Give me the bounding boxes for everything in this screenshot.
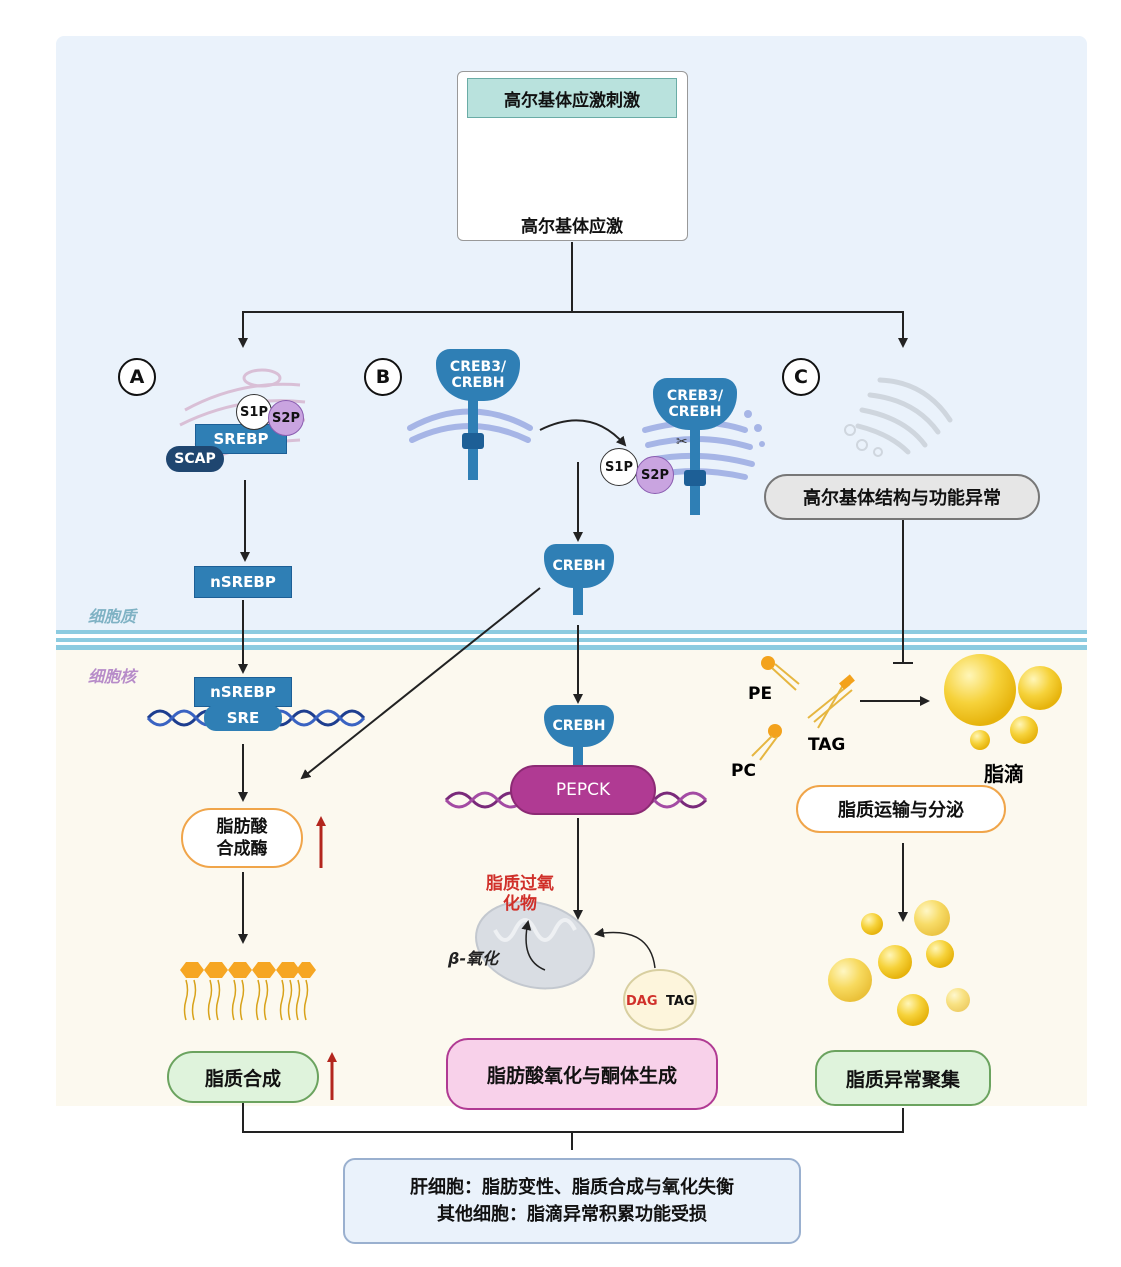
crebh-cytoplasm: CREBH	[544, 544, 614, 588]
cytoplasm-label: 细胞质	[88, 607, 137, 626]
panel-a-label: A	[118, 358, 156, 396]
fatty-acid-synthase: 脂肪酸 合成酶	[181, 808, 303, 868]
s1p-protease-b: S1P	[600, 448, 638, 486]
creb3-crebh-golgi: CREB3/ CREBH	[436, 349, 520, 401]
lipid-cell-icon	[623, 969, 697, 1031]
scap-protein: SCAP	[166, 446, 224, 472]
arrow-b-translocate	[539, 419, 627, 447]
creb-anchor-right	[684, 470, 706, 486]
summary-box: 肝细胞：脂肪变性、脂质合成与氧化失衡 其他细胞：脂滴异常积累功能受损	[343, 1158, 801, 1244]
arrow-dag-tag	[594, 927, 656, 969]
golgi-c-faded	[855, 377, 953, 455]
lipid-layer-icon	[180, 962, 316, 1021]
summary-hepatocyte: 肝细胞：脂肪变性、脂质合成与氧化失衡	[410, 1177, 734, 1198]
lipid-droplets-top	[944, 654, 1062, 750]
s2p-protease-b: S2P	[636, 456, 674, 494]
lipid-droplets-bottom	[828, 900, 970, 1026]
pepck-gene: PEPCK	[510, 765, 656, 815]
pe-icon	[761, 656, 800, 691]
crebh-nucleus: CREBH	[544, 705, 614, 747]
golgi-dysfunction-label: 高尔基体结构与功能异常	[764, 474, 1040, 520]
nucleus-label: 细胞核	[88, 667, 137, 686]
branch-a-arrow	[238, 242, 573, 348]
lipid-transport-label: 脂质运输与分泌	[796, 785, 1006, 833]
golgi-c-vesicles	[844, 424, 883, 457]
s2p-protease: S2P	[268, 400, 304, 436]
arrow-crebh-to-enzyme	[300, 587, 541, 780]
creb-stem-right	[690, 420, 700, 515]
lipid-accumulation-outcome: 脂质异常聚集	[815, 1050, 991, 1106]
creb3-crebh-cleavage: CREB3/ CREBH	[653, 378, 737, 430]
tag-icon	[807, 674, 855, 729]
nsrebp-cyto: nSREBP	[194, 566, 292, 598]
branch-c-arrow	[572, 311, 908, 348]
panel-b-label: B	[364, 358, 402, 396]
golgi-vesicles	[744, 410, 765, 447]
crebh-stem-nuc	[573, 744, 583, 768]
creb-anchor-left	[462, 433, 484, 449]
tag-label-b: TAG	[666, 994, 695, 1009]
pc-icon	[751, 724, 782, 761]
sre-element: SRE	[204, 705, 282, 731]
s1p-protease: S1P	[236, 394, 272, 430]
crebh-stem-cyto	[573, 585, 583, 615]
nuclear-membrane	[56, 630, 1087, 650]
pc-label: PC	[731, 761, 756, 781]
srebp-protein: SREBP	[195, 424, 287, 454]
lipid-synthesis-outcome: 脂质合成	[167, 1051, 319, 1103]
pe-label: PE	[748, 684, 773, 704]
summary-other-cells: 其他细胞：脂滴异常积累功能受损	[437, 1204, 707, 1225]
mitochondrion-icon	[475, 900, 595, 990]
golgi-stress-label: 高尔基体应激	[521, 216, 623, 237]
stimulus-label: 高尔基体应激刺激	[467, 78, 677, 118]
tag-label-c: TAG	[808, 735, 846, 755]
nsrebp-nuc: nSREBP	[194, 677, 292, 707]
scissors-icon: ✂	[676, 434, 688, 450]
panel-c-label: C	[782, 358, 820, 396]
dag-label: DAG	[626, 994, 658, 1009]
lipid-peroxide-label: 脂质过氧 化物	[486, 873, 554, 914]
arrow-beta-ox	[521, 920, 546, 971]
beta-oxidation-label: β-氧化	[448, 949, 499, 968]
lipid-droplet-label: 脂滴	[984, 762, 1024, 786]
fatty-acid-oxidation-outcome: 脂肪酸氧化与酮体生成	[446, 1038, 718, 1110]
